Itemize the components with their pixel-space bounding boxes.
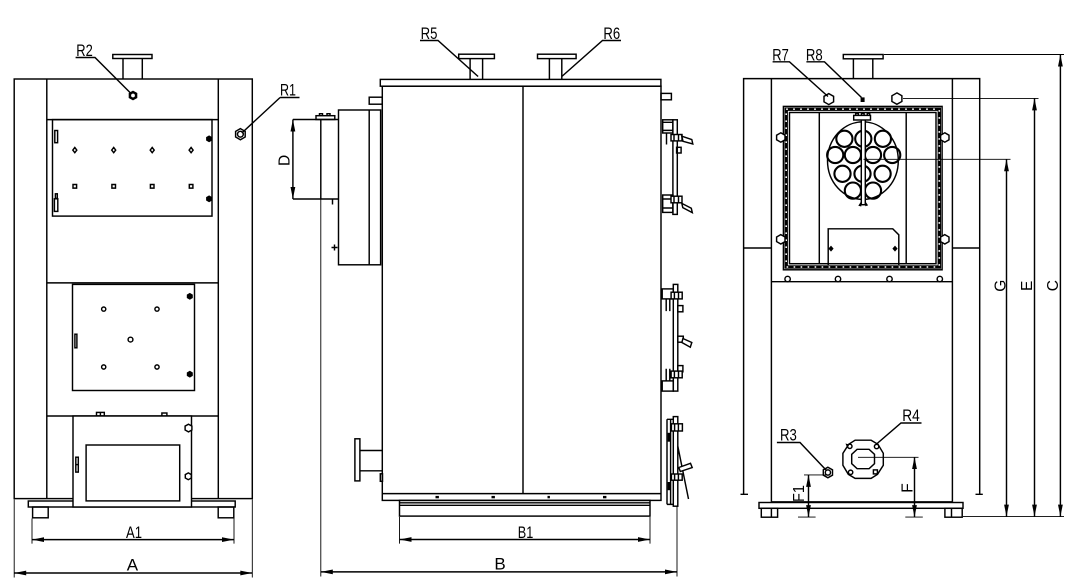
svg-text:F: F	[900, 483, 917, 492]
svg-text:B: B	[494, 554, 505, 573]
svg-text:G: G	[993, 280, 1010, 292]
svg-text:R1: R1	[280, 81, 296, 100]
svg-text:A: A	[127, 555, 139, 574]
svg-text:R8: R8	[806, 45, 823, 64]
svg-text:E: E	[1019, 281, 1036, 291]
svg-text:F1: F1	[791, 485, 808, 502]
svg-text:R3: R3	[780, 426, 797, 445]
svg-text:B1: B1	[518, 523, 534, 542]
svg-text:R2: R2	[76, 41, 93, 60]
svg-text:R5: R5	[421, 24, 438, 43]
svg-text:R6: R6	[603, 24, 620, 43]
svg-text:R7: R7	[772, 45, 789, 64]
svg-text:R4: R4	[902, 406, 920, 425]
svg-text:C: C	[1045, 280, 1062, 291]
svg-text:D: D	[276, 155, 293, 166]
svg-text:A1: A1	[126, 523, 142, 542]
